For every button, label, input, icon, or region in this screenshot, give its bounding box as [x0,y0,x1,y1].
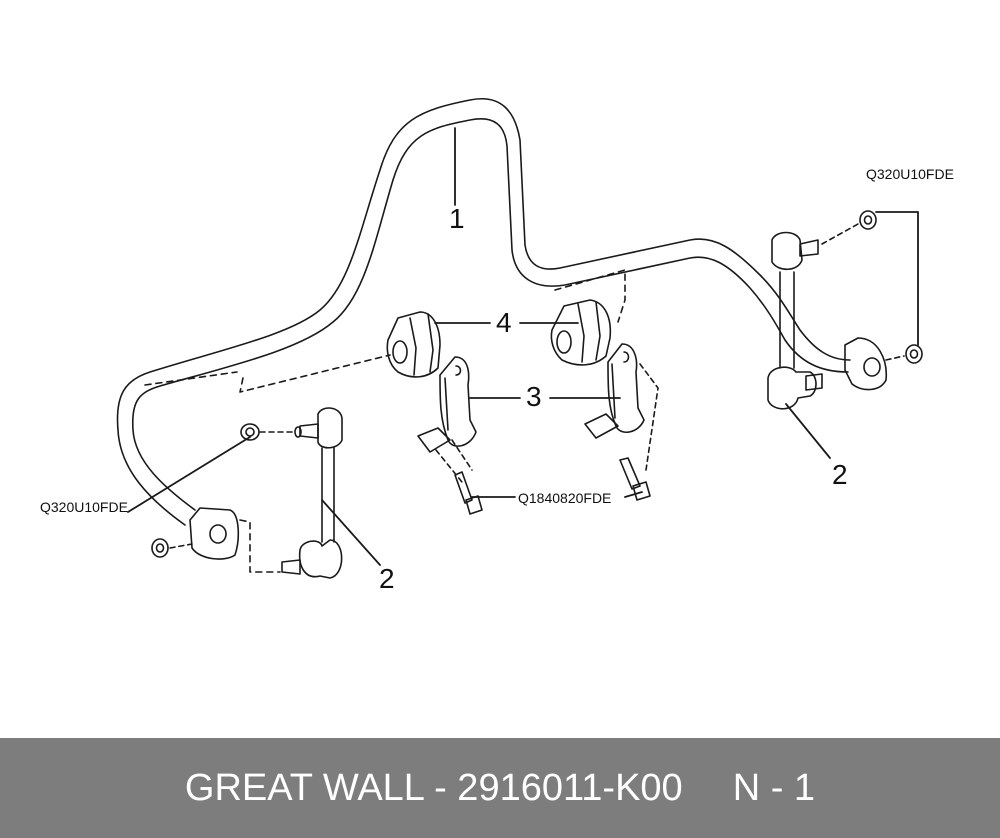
stabilizer-bar-left-end [189,507,281,573]
callout-3: 3 [526,381,542,412]
stabilizer-link-right [767,231,823,410]
callout-2-right: 2 [832,459,848,490]
bushing-left [386,311,441,378]
bushing-right [550,299,612,366]
callout-4: 4 [496,307,512,338]
nut-right-lower [885,344,923,364]
part-number-text: GREAT WALL - 2916011-K00 [184,766,683,809]
part-code-nut-left: Q320U10FDE [40,499,128,515]
stabilizer-bar-exploded-diagram: 1 4 3 2 2 Q320U10FDE Q320U10FDE Q1840820… [40,98,954,594]
stabilizer-link-left [281,407,343,579]
footer-banner: GREAT WALL - 2916011-K00 N - 1 [0,738,1000,838]
bracket-left [417,356,477,483]
part-code-bolt: Q1840820FDE [518,490,611,506]
callout-1: 1 [449,203,465,234]
leader-lines [127,127,919,566]
stabilizer-bar-right-end [844,337,888,391]
nut-right-upper [821,210,877,245]
callout-2-left: 2 [379,563,395,594]
bolt-right [619,457,651,501]
nut-left-upper [240,423,295,441]
stabilizer-bar [116,98,851,526]
quantity-text: N - 1 [732,766,816,809]
part-code-nut-right: Q320U10FDE [866,166,954,182]
nut-left-lower [151,538,193,558]
